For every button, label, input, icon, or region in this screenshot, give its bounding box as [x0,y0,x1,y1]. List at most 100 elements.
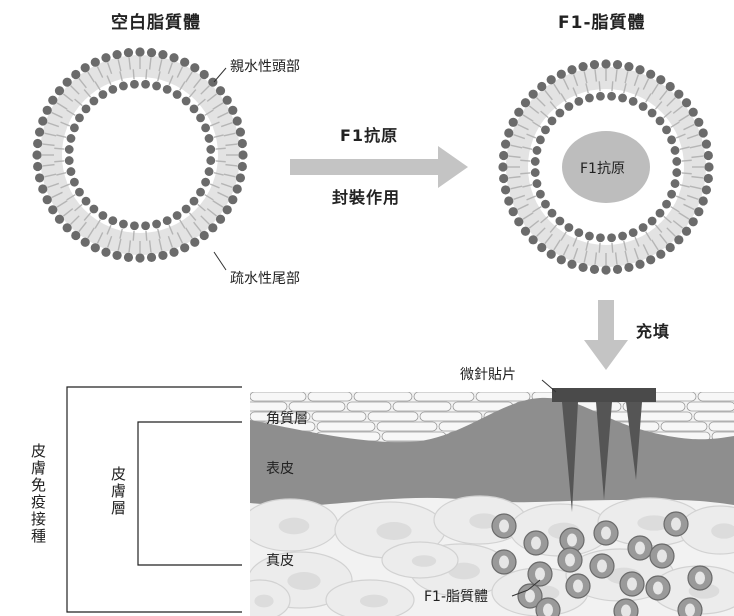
antigen-label: F1抗原 [340,126,399,145]
microneedle-patch-label: 微針貼片 [460,367,516,383]
lipid-head [38,116,48,126]
cell-nucleus [637,515,671,531]
lipid-tail [594,69,598,82]
lipid-head [672,157,682,166]
lipid-tail [549,101,558,110]
lipid-head [520,226,531,236]
lipid-tail [553,239,561,251]
lipid-head [101,247,111,257]
lipid-head [71,230,81,241]
lipid-head [172,211,182,220]
lipid-tail [54,160,65,163]
lipid-head [33,161,43,172]
lipid-tail [220,121,233,128]
skin-layer-bracket [137,421,242,566]
particle-core [695,571,705,585]
lipid-head [536,189,545,199]
lipid-head [135,253,145,263]
lipid-head [38,184,48,194]
lipid-tail [633,74,640,87]
lipid-tail [691,175,704,179]
lipid-tail [679,146,690,150]
lipid-head [667,189,676,199]
lipid-tail [522,184,533,188]
stratum-corneum-label: 角質層 [266,411,308,427]
lipid-head [146,252,157,262]
lipid-tail [44,132,57,137]
skin-layer-label: 皮膚層 [109,466,127,517]
lipid-tail [193,77,202,89]
particle-core [671,517,681,531]
patch-base [552,388,656,402]
lipid-tail [206,93,218,102]
lipid-tail [611,81,614,92]
lipid-head [80,237,90,247]
lipid-tail [623,240,627,251]
lipid-head [80,63,90,73]
particle-core [543,603,553,616]
lipid-tail [522,212,534,220]
lipid-tail [540,110,549,119]
corneum-cell [353,392,413,402]
lipid-head [514,107,524,117]
lipid-head [618,93,627,103]
needle-2 [596,402,612,500]
lipid-head [98,211,108,220]
lipid-head [674,235,684,245]
lipid-tail [128,57,132,70]
needle-3 [626,402,642,480]
lipid-head [628,97,638,106]
lipid-head [596,233,605,243]
lipid-tail [611,242,614,253]
particle-core [653,581,663,595]
lipid-head [237,161,247,172]
lipid-tail [522,114,534,122]
lipid-tail [683,123,695,131]
corneum-cell [475,392,531,402]
lipid-head [612,264,623,274]
lipid-tail [217,111,229,119]
lipid-head [199,69,209,80]
lipid-head [152,81,161,91]
lipid-tail [528,105,540,114]
lipid-head [90,57,100,67]
lipid-head [119,219,128,229]
lipid-tail [654,224,663,233]
particle-core [601,526,611,540]
lipid-tail [66,194,76,201]
lipid-tail [583,250,588,263]
lipid-tail [689,185,702,190]
corneum-cell [250,392,307,402]
corneum-cell [686,401,734,412]
lipid-head [172,90,182,99]
particle-core [657,549,667,563]
lipid-tail [193,221,202,233]
lipid-tail [70,85,80,95]
lipid-tail [119,228,123,239]
lipid-head [499,173,509,184]
lipid-head [688,107,698,117]
lipid-head [499,150,509,161]
lipid-tail [517,123,529,131]
lipid-head [667,135,676,145]
particle-core [531,536,541,550]
lipid-head [190,237,200,247]
lipid-head [532,146,542,155]
lipid-head [665,242,675,253]
lipid-head [628,228,638,237]
f1-antigen-core [562,131,650,203]
lipid-head [528,89,538,99]
lipid-tail [683,203,695,211]
lipid-tail [659,89,668,101]
lipid-head [624,262,634,273]
corneum-cell [316,421,376,432]
lipid-tail [128,240,132,253]
lipid-head [601,59,611,69]
lipid-head [530,168,540,177]
lipid-head [638,102,648,111]
lipid-tail [83,212,92,221]
lipid-head [42,195,52,205]
lipid-tail [204,194,214,201]
lipid-tail [689,144,702,149]
lipid-head [66,167,76,176]
